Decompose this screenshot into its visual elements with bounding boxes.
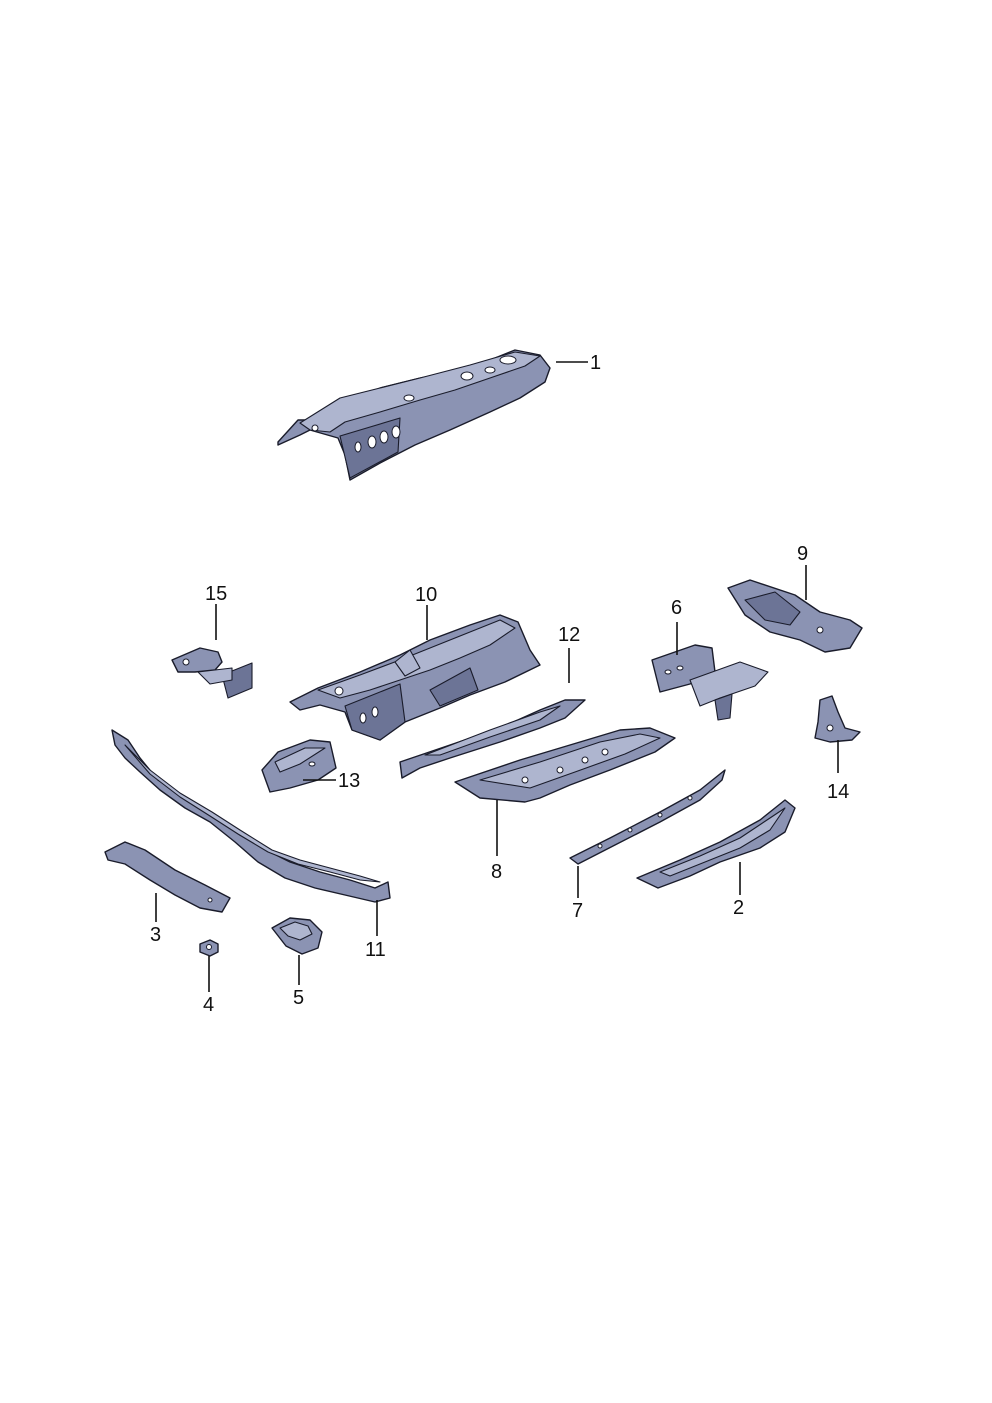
part-8[interactable] [454, 727, 676, 803]
part-11[interactable] [111, 729, 391, 903]
part-3[interactable] [104, 841, 231, 913]
callout-9: 9 [797, 543, 808, 565]
part-6[interactable] [651, 644, 769, 721]
part-12[interactable] [399, 699, 586, 779]
part-14[interactable] [814, 695, 861, 743]
callout-6: 6 [671, 597, 682, 619]
callout-1: 1 [590, 352, 601, 374]
part-10[interactable] [289, 614, 541, 741]
callout-labels: 1 2 3 4 5 6 7 8 9 10 11 12 13 14 15 [150, 352, 849, 1016]
part-4[interactable] [199, 939, 219, 957]
callout-4: 4 [203, 994, 214, 1016]
part-7[interactable] [569, 769, 726, 865]
callout-2: 2 [733, 897, 744, 919]
part-13[interactable] [261, 739, 337, 793]
part-9[interactable] [727, 579, 863, 653]
callout-11: 11 [365, 939, 386, 961]
callout-5: 5 [293, 987, 304, 1009]
leader-lines [155, 361, 839, 992]
callout-8: 8 [491, 861, 502, 883]
callout-10: 10 [415, 584, 437, 606]
callout-14: 14 [827, 781, 849, 803]
callout-3: 3 [150, 924, 161, 946]
part-5[interactable] [271, 917, 323, 955]
part-2[interactable] [636, 799, 796, 889]
part-1[interactable] [277, 349, 551, 481]
callout-15: 15 [205, 583, 227, 605]
part-15[interactable] [171, 647, 253, 699]
callout-12: 12 [558, 624, 580, 646]
callout-13: 13 [338, 770, 360, 792]
callout-7: 7 [572, 900, 583, 922]
